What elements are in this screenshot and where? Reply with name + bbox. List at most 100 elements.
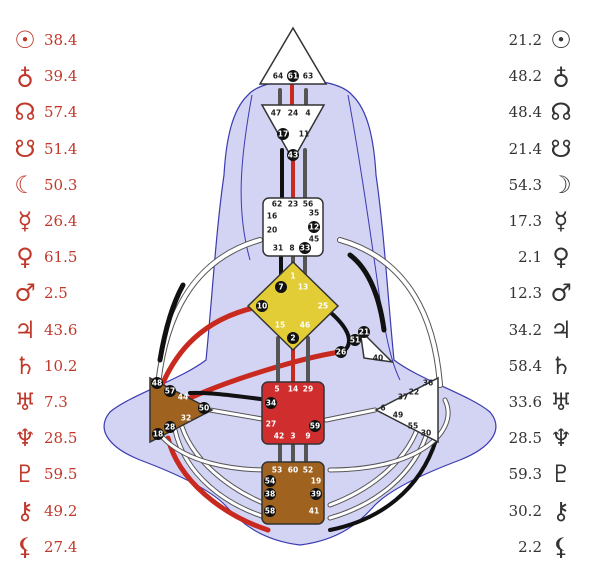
- earth-icon: ♁: [16, 62, 34, 91]
- gate-number: 30: [421, 429, 431, 438]
- channel-ring-right-inner: [328, 398, 450, 472]
- left-planet-row: ⚸ 27.4: [10, 529, 77, 565]
- pluto-icon: ♇: [550, 460, 572, 489]
- gate-number: 7: [278, 283, 283, 292]
- channel-10-57: [159, 303, 265, 388]
- gate-activation-dot: [264, 488, 276, 500]
- gate-number: 11: [299, 130, 309, 139]
- gate-number: 40: [373, 354, 383, 363]
- neptune-icon: ♆: [14, 424, 36, 453]
- gate-number: 33: [300, 244, 310, 253]
- north-node-icon: ☊: [14, 98, 36, 127]
- gate-number: 59: [310, 422, 320, 431]
- gate-activation-dot: [299, 242, 311, 254]
- uranus-icon: ♅: [14, 387, 36, 416]
- right-planet-value: 21.2: [508, 31, 542, 50]
- gate-number: 5: [274, 385, 279, 394]
- gate-number: 50: [199, 404, 209, 413]
- pluto-icon: ♇: [14, 460, 36, 489]
- gate-number: 37: [398, 393, 408, 402]
- center-head: [258, 26, 328, 85]
- channel-27-50-inner: [208, 408, 270, 422]
- lilith-icon: ⚸: [16, 532, 34, 561]
- gate-number: 42: [274, 432, 284, 441]
- right-planet-value: 2.2: [518, 537, 542, 556]
- gate-number: 46: [300, 321, 310, 330]
- left-planet-value: 59.5: [44, 465, 78, 484]
- left-planet-row: ♃43.6: [10, 312, 77, 348]
- gate-number: 15: [275, 321, 285, 330]
- right-planet-value: 33.6: [508, 392, 542, 411]
- channel-sp-root-2-inner: [328, 428, 430, 520]
- left-planet-value: 26.4: [44, 212, 78, 231]
- gate-activation-dot: [335, 346, 347, 358]
- gate-number: 38: [265, 490, 275, 499]
- gate-number: 18: [153, 430, 163, 439]
- right-planet-row: 12.3♂: [500, 275, 576, 311]
- right-planet-row: 58.4♄: [500, 348, 576, 384]
- hair-line: [347, 94, 401, 381]
- left-planet-row: ♅ 7.3: [10, 384, 77, 420]
- chiron-icon: ⚷: [16, 496, 34, 525]
- south-node-icon: ☋: [14, 134, 36, 163]
- right-planet-row: 17.3☿: [500, 203, 576, 239]
- center-sacral: [261, 381, 325, 445]
- channel-59-6-inner: [324, 408, 377, 422]
- left-planet-column: ☉38.4♁39.4☊57.4☋51.4☾50.3☿26.4♀61.5♂2.5♃…: [10, 22, 77, 565]
- gate-activation-dot: [310, 488, 322, 500]
- sun-icon: ☉: [550, 26, 572, 55]
- gate-number: 21: [359, 328, 369, 337]
- gate-number: 57: [165, 387, 175, 396]
- gate-number: 14: [288, 385, 298, 394]
- moon-icon: ☽: [550, 170, 572, 199]
- gate-activation-dot: [265, 397, 277, 409]
- right-planet-value: 2.1: [518, 248, 542, 267]
- gate-activation-dot: [308, 221, 320, 233]
- channel-spleen-root-inner: [178, 418, 270, 507]
- mercury-icon: ☿: [553, 207, 569, 236]
- center-throat: [262, 197, 324, 257]
- right-planet-row: 2.2⚸: [500, 529, 576, 565]
- gate-number: 26: [336, 348, 346, 357]
- gate-number: 53: [272, 466, 282, 475]
- gate-number: 8: [289, 244, 294, 253]
- right-planet-value: 48.2: [508, 67, 542, 86]
- gate-activation-dot: [275, 281, 287, 293]
- gate-number: 29: [303, 385, 313, 394]
- left-planet-row: ⚷49.2: [10, 492, 77, 528]
- gate-activation-dot: [198, 402, 210, 414]
- center-heart: [358, 327, 395, 364]
- gate-number: 39: [311, 490, 321, 499]
- center-g: [246, 260, 340, 352]
- left-planet-value: 27.4: [44, 537, 78, 556]
- gate-number: 41: [309, 507, 319, 516]
- south-node-icon: ☋: [550, 134, 572, 163]
- chiron-icon: ⚷: [552, 496, 570, 525]
- right-planet-value: 58.4: [508, 356, 542, 375]
- gate-number: 63: [303, 72, 313, 81]
- left-planet-row: ☉38.4: [10, 22, 77, 58]
- gate-number: 28: [165, 423, 175, 432]
- gate-number: 56: [303, 200, 313, 209]
- left-planet-value: 2.5: [44, 284, 68, 303]
- gate-activation-dot: [358, 326, 370, 338]
- right-planet-row: 21.4☋: [500, 131, 576, 167]
- left-planet-value: 7.3: [44, 392, 68, 411]
- mars-icon: ♂: [14, 279, 36, 308]
- gate-activation-dot: [287, 332, 299, 344]
- neptune-icon: ♆: [550, 424, 572, 453]
- gate-number: 9: [305, 432, 310, 441]
- right-planet-column: 21.2☉48.2♁48.4☊21.4☋54.3☽17.3☿2.1♀12.3♂3…: [500, 22, 576, 565]
- gate-number: 6: [380, 404, 385, 413]
- right-planet-value: 12.3: [508, 284, 542, 303]
- left-planet-value: 39.4: [44, 67, 78, 86]
- right-planet-row: 48.4☊: [500, 94, 576, 130]
- gate-number: 61: [288, 72, 298, 81]
- right-planet-row: 54.3☽: [500, 167, 576, 203]
- channel-sp-root-3: [328, 438, 438, 532]
- gate-activation-dot: [152, 428, 164, 440]
- gate-number: 25: [318, 302, 328, 311]
- gate-number: 22: [409, 388, 419, 397]
- gate-activation-dot: [309, 420, 321, 432]
